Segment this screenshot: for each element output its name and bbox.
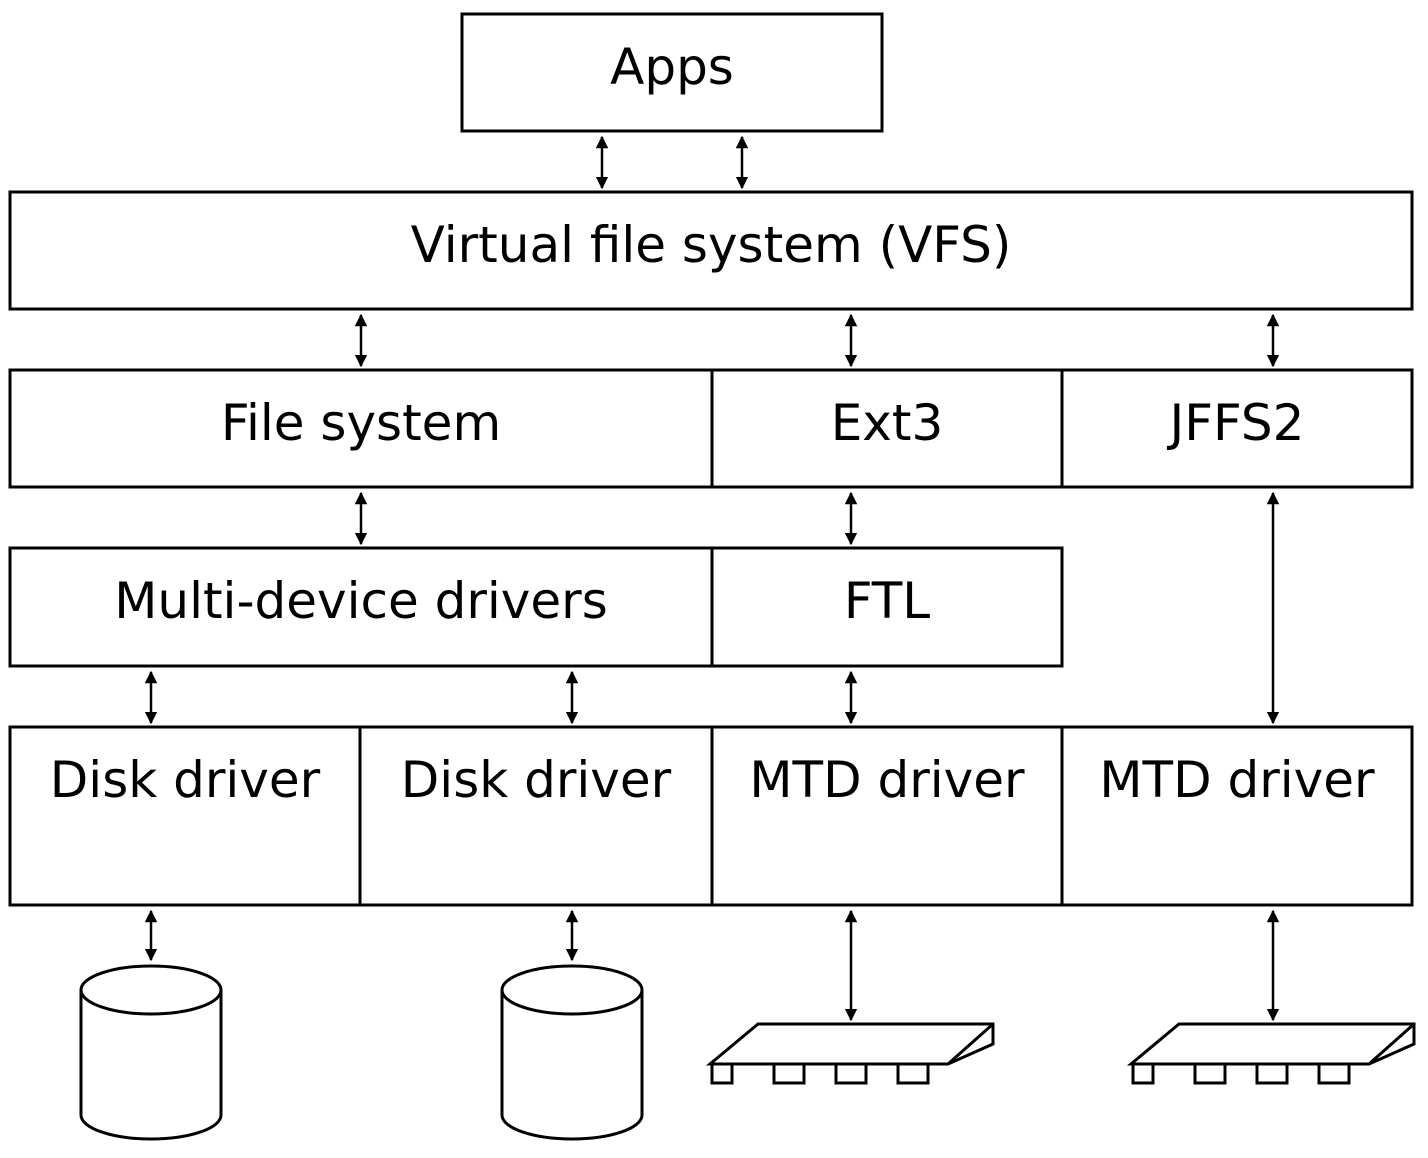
driver-middle-layer: Multi-device drivers FTL: [8, 546, 1064, 668]
multi-device-drivers-label: Multi-device drivers: [114, 572, 608, 630]
apps-box: Apps: [460, 12, 884, 133]
jffs2-label: JFFS2: [1167, 394, 1305, 452]
flash-chip-icon: [1126, 1022, 1416, 1085]
ext3-label: Ext3: [831, 394, 944, 452]
vfs-label: Virtual file system (VFS): [411, 216, 1012, 274]
device-driver-layer: Disk driver Disk driver MTD driver MTD d…: [8, 725, 1414, 907]
apps-label: Apps: [610, 38, 734, 96]
disk-driver-2-label: Disk driver: [401, 751, 672, 809]
file-system-layer: File system Ext3 JFFS2: [8, 368, 1414, 489]
disk-cylinder-icon: [500, 964, 644, 1141]
mtd-driver-1-label: MTD driver: [749, 751, 1025, 809]
flash-chip-icon: [705, 1022, 995, 1085]
disk-driver-1-label: Disk driver: [50, 751, 321, 809]
mtd-driver-2-label: MTD driver: [1099, 751, 1375, 809]
file-system-label: File system: [221, 394, 501, 452]
vfs-box: Virtual file system (VFS): [8, 190, 1414, 311]
disk-cylinder-icon: [79, 964, 223, 1141]
ftl-label: FTL: [844, 572, 930, 630]
connector-arrows: [144, 135, 1280, 1022]
